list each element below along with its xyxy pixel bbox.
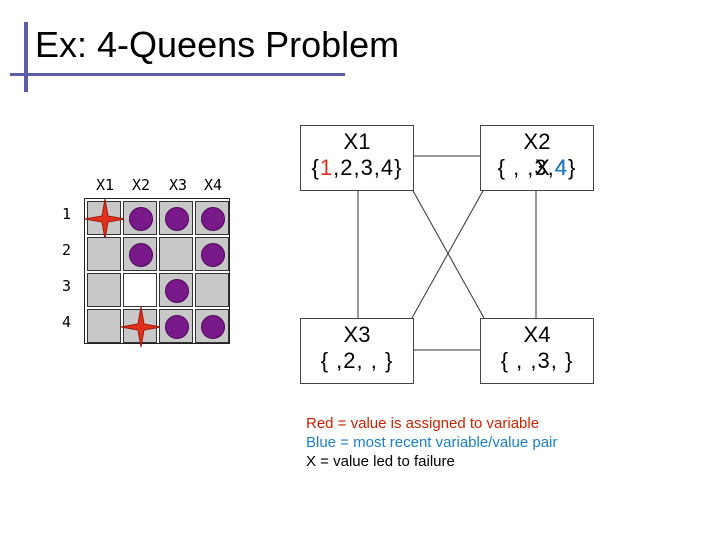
queen-circle-icon	[129, 207, 153, 231]
node-domain: { , ,3, }	[500, 348, 574, 373]
variable-node-x2: X2 { , ,3,4} X 4	[480, 125, 594, 191]
title-accent-horizontal	[10, 73, 345, 76]
column-label: X2	[132, 176, 151, 194]
queen-circle-icon	[201, 243, 225, 267]
board-square	[159, 237, 193, 271]
queen-circle-icon	[201, 315, 225, 339]
board-square	[123, 273, 157, 307]
chess-board	[84, 198, 230, 348]
column-label: X1	[96, 176, 115, 194]
board-square	[123, 201, 157, 235]
queen-circle-icon	[129, 243, 153, 267]
board-square	[159, 309, 193, 343]
row-label: 4	[62, 313, 72, 331]
node-domain: { ,2, , }	[320, 348, 394, 373]
board-square	[195, 309, 229, 343]
board-square	[195, 273, 229, 307]
node-name: X4	[523, 322, 551, 347]
legend-x: X = value led to failure	[306, 453, 455, 470]
board-square	[123, 237, 157, 271]
node-name: X2	[523, 129, 551, 154]
row-label: 2	[62, 241, 72, 259]
board-square	[159, 273, 193, 307]
title-accent-vertical	[24, 22, 28, 92]
slide-title: Ex: 4-Queens Problem	[35, 24, 400, 65]
board-square	[195, 201, 229, 235]
board-square	[120, 306, 162, 348]
variable-node-x3: X3 { ,2, , }	[300, 318, 414, 384]
queen-circle-icon	[201, 207, 225, 231]
node-name: X1	[343, 129, 371, 154]
assigned-value: 1	[319, 155, 334, 180]
node-domain: {1,2,3,4}	[311, 155, 403, 180]
board-square	[159, 201, 193, 235]
queen-circle-icon	[165, 279, 189, 303]
assigned-queen-star-icon	[120, 306, 162, 348]
failure-mark: X	[535, 155, 551, 180]
variable-node-x4: X4 { , ,3, }	[480, 318, 594, 384]
row-label: 3	[62, 277, 72, 295]
board-square	[87, 273, 121, 307]
board-square	[87, 237, 121, 271]
board-square	[87, 309, 121, 343]
recent-value: 4	[555, 155, 569, 180]
queen-circle-icon	[165, 207, 189, 231]
node-name: X3	[343, 322, 371, 347]
node-domain: { , ,3,4} X 4	[497, 155, 577, 180]
variable-node-x1: X1 {1,2,3,4}	[300, 125, 414, 191]
row-label: 1	[62, 205, 72, 223]
edge-x2-x3	[411, 188, 485, 319]
board-square	[195, 237, 229, 271]
legend: Red = value is assigned to variable Blue…	[306, 414, 557, 471]
legend-blue: Blue = most recent variable/value pair	[306, 434, 558, 451]
column-label: X4	[204, 176, 223, 194]
queen-circle-icon	[165, 315, 189, 339]
legend-red: Red = value is assigned to variable	[306, 415, 540, 432]
column-label: X3	[169, 176, 188, 194]
